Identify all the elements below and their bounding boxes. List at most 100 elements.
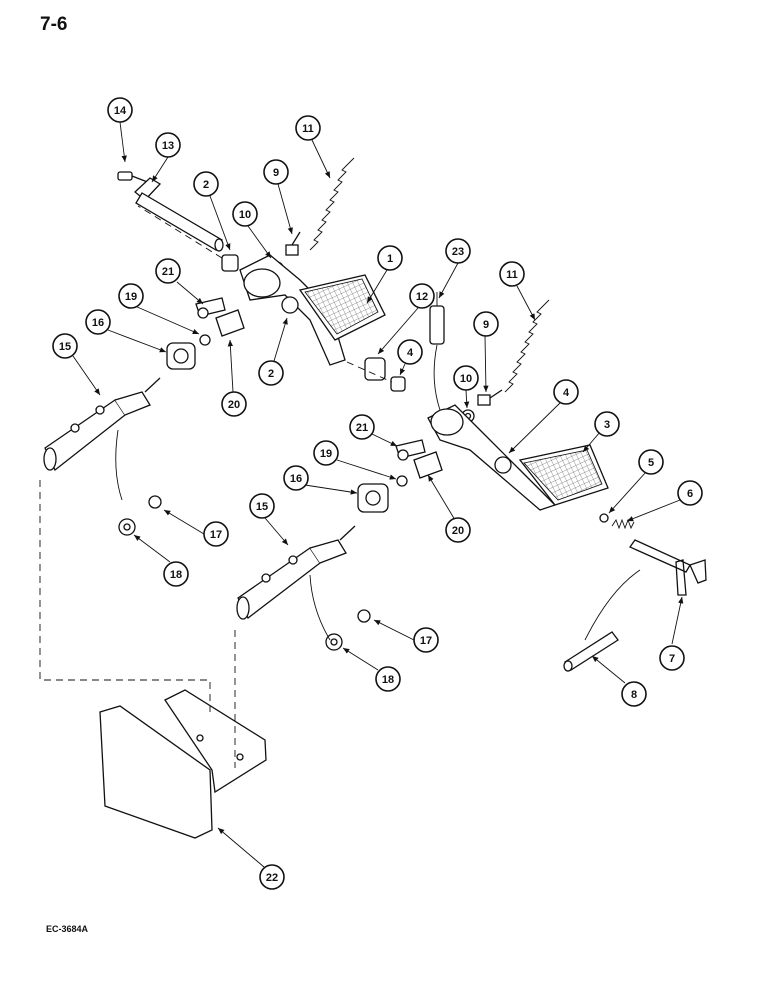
callout-9: 9 <box>473 311 499 337</box>
page-number: 7-6 <box>40 14 68 35</box>
svg-text:12: 12 <box>416 291 428 303</box>
callout-15: 15 <box>249 493 275 519</box>
svg-text:3: 3 <box>604 419 610 431</box>
svg-text:9: 9 <box>273 167 279 179</box>
svg-text:18: 18 <box>382 674 394 686</box>
svg-text:20: 20 <box>452 525 464 537</box>
svg-text:5: 5 <box>648 457 654 469</box>
svg-text:9: 9 <box>483 319 489 331</box>
part-bushing-12 <box>364 357 386 381</box>
part-clevis-21b <box>395 439 426 461</box>
part-nut-19b <box>396 475 408 487</box>
drawing-code: EC-3684A <box>46 924 89 934</box>
part-spring-11a <box>309 157 355 251</box>
callout-12: 12 <box>409 283 435 309</box>
svg-text:20: 20 <box>228 399 240 411</box>
svg-text:16: 16 <box>290 473 302 485</box>
svg-text:15: 15 <box>256 501 268 513</box>
part-bushing-4a <box>390 376 406 392</box>
part-pivot-shaft-13 <box>134 177 224 252</box>
svg-text:17: 17 <box>210 529 222 541</box>
part-nut-18b <box>325 633 343 651</box>
part-ball-5 <box>599 513 609 523</box>
part-clevis-20b <box>413 451 443 479</box>
callout-21: 21 <box>155 258 181 284</box>
callout-19: 19 <box>118 283 144 309</box>
callout-19: 19 <box>313 440 339 466</box>
svg-text:17: 17 <box>420 635 432 647</box>
callout-14: 14 <box>107 97 133 123</box>
callout-13: 13 <box>155 132 181 158</box>
svg-text:6: 6 <box>687 488 693 500</box>
callout-2: 2 <box>193 171 219 197</box>
svg-text:2: 2 <box>203 179 209 191</box>
callout-1: 1 <box>377 245 403 271</box>
svg-text:7: 7 <box>669 653 675 665</box>
callout-15: 15 <box>52 333 78 359</box>
part-switch-23 <box>429 292 445 411</box>
part-master-cylinder-15a <box>43 377 161 472</box>
callout-10: 10 <box>453 365 479 391</box>
part-nut-19a <box>199 334 211 346</box>
part-gasket-16a <box>166 342 196 370</box>
svg-text:18: 18 <box>170 569 182 581</box>
part-clevis-20a <box>215 309 245 337</box>
callout-20: 20 <box>221 391 247 417</box>
svg-text:19: 19 <box>125 291 137 303</box>
part-spring-6 <box>611 518 635 530</box>
part-pedal-1 <box>239 254 386 366</box>
callout-16: 16 <box>283 465 309 491</box>
callout-17: 17 <box>203 521 229 547</box>
part-clevis-21a <box>195 297 226 319</box>
svg-text:14: 14 <box>114 105 127 117</box>
svg-text:1: 1 <box>387 253 393 265</box>
parts-illustration <box>39 157 707 839</box>
svg-text:11: 11 <box>302 123 314 135</box>
callout-17: 17 <box>413 627 439 653</box>
callout-8: 8 <box>621 681 647 707</box>
part-master-cylinder-15b <box>236 525 356 620</box>
callout-18: 18 <box>375 666 401 692</box>
callout-23: 23 <box>445 238 471 264</box>
callout-22: 22 <box>259 864 285 890</box>
svg-text:8: 8 <box>631 689 637 701</box>
svg-text:4: 4 <box>407 347 414 359</box>
svg-text:21: 21 <box>356 422 368 434</box>
callout-11: 11 <box>295 115 321 141</box>
svg-text:19: 19 <box>320 448 332 460</box>
callout-7: 7 <box>659 645 685 671</box>
svg-text:15: 15 <box>59 341 71 353</box>
svg-text:23: 23 <box>452 246 464 258</box>
svg-text:21: 21 <box>162 266 174 278</box>
svg-text:4: 4 <box>563 387 570 399</box>
callout-5: 5 <box>638 449 664 475</box>
callout-4: 4 <box>553 379 579 405</box>
callout-9: 9 <box>263 159 289 185</box>
callout-21: 21 <box>349 414 375 440</box>
part-washer-17b <box>357 609 371 623</box>
part-bolt-14 <box>117 171 151 184</box>
part-washer-17a <box>148 495 162 509</box>
svg-text:10: 10 <box>239 209 251 221</box>
callout-20: 20 <box>445 517 471 543</box>
callout-4: 4 <box>397 339 423 365</box>
callout-11: 11 <box>499 261 525 287</box>
part-gasket-16b <box>357 483 389 513</box>
part-bushing-2a <box>221 254 239 272</box>
svg-text:11: 11 <box>506 269 518 281</box>
part-pin-8 <box>563 631 619 672</box>
svg-text:2: 2 <box>268 368 274 380</box>
part-bolt-9b <box>477 389 503 406</box>
part-pedal-3 <box>427 404 609 511</box>
svg-text:10: 10 <box>460 373 472 385</box>
svg-text:22: 22 <box>266 872 278 884</box>
part-nut-18a <box>118 518 136 536</box>
leader-lines <box>72 121 684 868</box>
part-spring-11b <box>504 299 550 393</box>
part-bolt-9a <box>285 231 301 256</box>
svg-text:16: 16 <box>92 317 104 329</box>
part-rod-7 <box>629 539 707 596</box>
svg-text:13: 13 <box>162 140 174 152</box>
part-bracket-22 <box>99 689 267 839</box>
callout-2: 2 <box>258 360 284 386</box>
